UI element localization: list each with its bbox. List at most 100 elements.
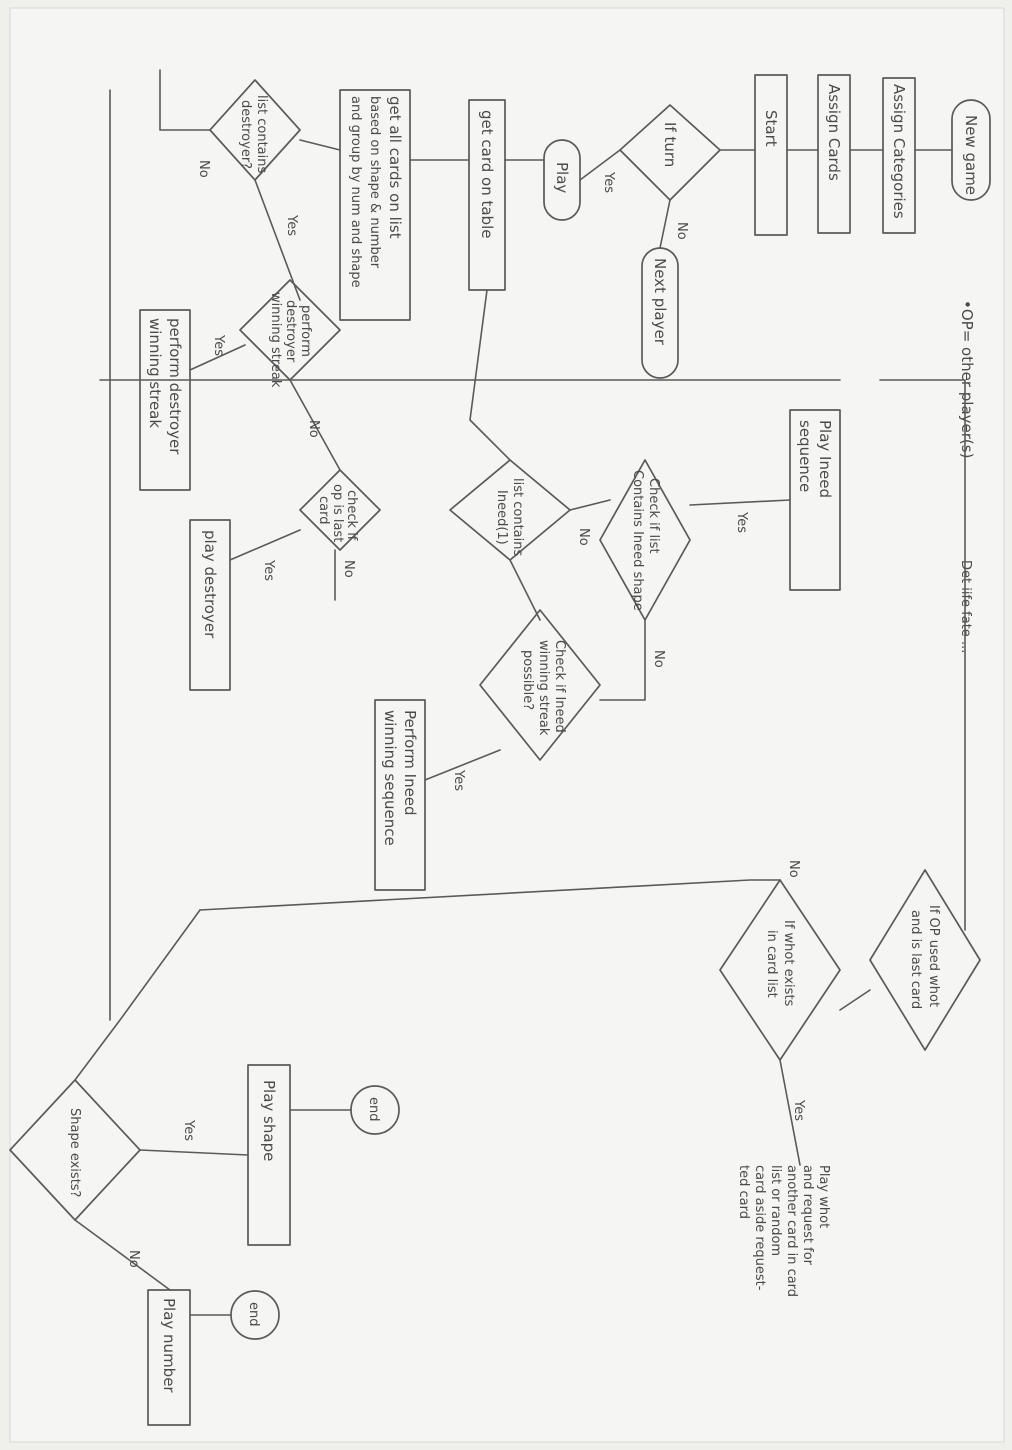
node-list-contains-ineed-l1: list contains: [510, 478, 525, 556]
node-get-all-cards-l2: based on shape & number: [367, 96, 382, 269]
node-perform-ineed-winning-l1: Perform Ineed: [401, 710, 419, 816]
edge-shape-exists-yes: [139, 1149, 249, 1156]
edge-exists-no: [199, 879, 781, 911]
node-list-contains-destroyer-l1: list contains: [254, 95, 269, 173]
node-op-used-whot-l1: If OP used whot: [926, 905, 941, 1007]
node-next-player-label: Next player: [651, 258, 669, 346]
edge-label-no-3: No: [306, 420, 321, 438]
node-perform-destroyer-check-l2: destroyer: [283, 300, 298, 363]
node-whot-exists-l1: If whot exists: [781, 920, 796, 1007]
legend-text: •OP= other player(s): [958, 300, 976, 458]
node-assign-categories-label: Assign Categories: [890, 84, 908, 219]
node-perform-destroyer-check-l3: winning streak: [268, 292, 283, 388]
node-get-all-cards-l3: and group by num and shape: [348, 96, 363, 288]
edge-to-shape-exists: [74, 909, 201, 1081]
edge-label-yes-6: Yes: [451, 769, 466, 791]
edge-label-no-5: No: [576, 528, 591, 546]
edge-label-no-2: No: [196, 160, 211, 178]
edge-get-card-to-ineed: [469, 289, 511, 461]
diagram-content: •OP= other player(s) Det iife fate ... N…: [9, 69, 991, 1426]
edge-op-last-yes: [229, 529, 301, 561]
node-assign-cards-label: Assign Cards: [825, 84, 843, 181]
node-play-ineed-sequence-l1: Play Ineed: [816, 420, 834, 498]
edge-loop-to-whot: [879, 379, 966, 931]
node-get-all-cards: [339, 89, 411, 321]
node-get-card-on-table-label: get card on table: [478, 110, 496, 238]
paper-page: [9, 7, 1005, 1443]
edge-shape-to-sequence: [689, 499, 791, 506]
node-assign-categories: [882, 77, 916, 234]
node-play-whot-l2: and request for: [800, 1165, 815, 1266]
edge-label-yes-4: Yes: [261, 559, 276, 581]
node-play-whot-l4: list or random: [768, 1165, 783, 1256]
node-whot-exists-l2: in card list: [764, 930, 779, 998]
node-play-label: Play: [553, 162, 571, 193]
node-shape-exists: [9, 1079, 141, 1221]
node-list-contains-ineed: [449, 459, 571, 561]
node-list-contains-ineed-l2: Ineed(1): [494, 490, 509, 545]
edge-perform-yes: [189, 344, 246, 371]
edge-whot-to-exists: [839, 989, 871, 1011]
edge-all-to-destroyer: [299, 139, 341, 151]
edge-exists-yes: [779, 1059, 801, 1166]
node-check-ineed-shape-l1: Check if list: [646, 478, 661, 554]
node-play-whot-l1: Play whot: [816, 1165, 831, 1228]
node-end-2-label: end: [246, 1302, 261, 1327]
edge-label-no-6: No: [651, 650, 666, 668]
edge-label-no-8: No: [126, 1250, 141, 1268]
node-assign-cards: [817, 74, 851, 234]
node-shape-exists-label: Shape exists?: [67, 1108, 82, 1197]
edge-shape-no: [599, 619, 646, 701]
node-perform-destroyer-box: [139, 309, 191, 491]
node-play-whot-l3: another card in card: [784, 1165, 799, 1297]
node-play-destroyer: [189, 519, 231, 691]
node-perform-destroyer-check: [239, 279, 341, 381]
node-play-destroyer-label: play destroyer: [201, 530, 219, 639]
node-play-ineed-sequence-l2: sequence: [796, 420, 814, 492]
edge-destroyer-no: [159, 69, 211, 131]
edge-shape-exists-no: [74, 1219, 171, 1291]
edge-turn-to-play: [579, 149, 621, 181]
node-op-used-whot: [869, 869, 981, 1051]
node-get-all-cards-l1: get all cards on list: [386, 96, 404, 239]
node-new-game-label: New game: [962, 115, 980, 195]
node-start: [754, 74, 788, 236]
node-perform-destroyer-box-l1: perform destroyer: [166, 318, 184, 455]
node-check-ineed-winning-l3: possible?: [520, 650, 535, 710]
edge-label-yes-1: Yes: [601, 171, 616, 193]
edge-label-yes-8: Yes: [181, 1119, 196, 1141]
node-play-whot-l6: ted card: [736, 1165, 751, 1219]
node-end-1-label: end: [366, 1097, 381, 1122]
node-if-turn-label: If turn: [661, 122, 679, 167]
node-op-used-whot-l2: and is last card: [908, 910, 923, 1009]
node-play-whot-l5: card aside request-: [752, 1165, 767, 1291]
edge-label-yes-3: Yes: [211, 334, 226, 356]
node-check-ineed-winning: [479, 609, 601, 761]
edge-ineed-yes: [509, 559, 541, 621]
edge-label-no-1: No: [674, 222, 689, 240]
node-check-op-last-card-l2: op is last: [330, 484, 345, 542]
node-check-ineed-winning-l1: Check if Ineed: [552, 640, 567, 733]
node-list-contains-destroyer-l2: destroyer?: [238, 100, 253, 169]
node-check-ineed-shape-l2: Contains Ineed shape: [630, 470, 645, 611]
edge-label-yes-2: Yes: [284, 214, 299, 236]
edge-perform-no: [289, 379, 341, 471]
edge-winning-yes: [424, 749, 501, 781]
node-perform-destroyer-check-l1: perform: [298, 305, 313, 357]
edge-label-yes-5: Yes: [734, 511, 749, 533]
node-play-shape-label: Play shape: [260, 1080, 278, 1161]
node-check-op-last-card: [299, 469, 381, 551]
node-perform-destroyer-box-l2: winning streak: [146, 318, 164, 428]
node-start-label: Start: [762, 110, 780, 147]
node-check-ineed-winning-l2: winning streak: [536, 640, 551, 736]
node-check-op-last-card-l1: check if: [344, 490, 359, 541]
edge-turn-to-next: [659, 199, 671, 249]
edge-destroyer-to-perform: [254, 179, 301, 301]
node-whot-exists: [719, 879, 841, 1061]
node-check-op-last-card-l3: card: [316, 496, 331, 524]
node-perform-ineed-winning-l2: winning sequence: [381, 710, 399, 846]
node-check-ineed-shape: [599, 459, 691, 621]
node-perform-ineed-winning: [374, 699, 426, 891]
